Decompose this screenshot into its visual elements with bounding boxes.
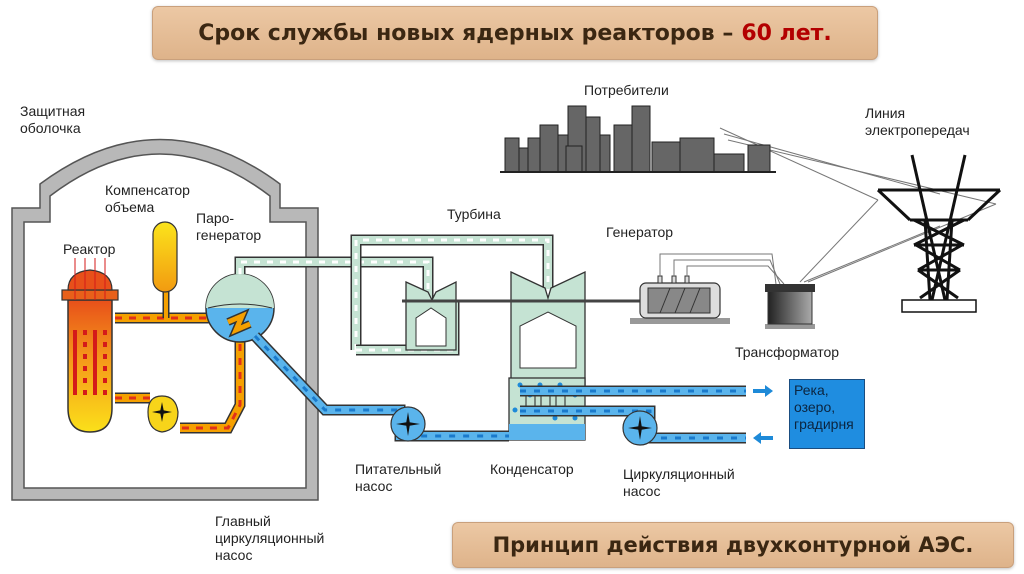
steam-generator — [205, 273, 275, 343]
transmission-wires — [719, 127, 997, 283]
pressurizer — [152, 221, 178, 293]
caption-banner: Принцип действия двухконтурной АЭС. — [452, 522, 1014, 568]
water-source-box: Река,озеро,градирня — [789, 379, 865, 449]
label-consumers: Потребители — [584, 82, 669, 98]
power-tower — [876, 154, 1002, 313]
caption-text: Принцип действия двухконтурной АЭС. — [492, 533, 974, 557]
label-generator: Генератор — [606, 224, 674, 240]
label-condenser: Конденсатор — [490, 461, 574, 477]
label-reactor: Реактор — [63, 241, 116, 257]
outflow-arrow-icon — [753, 385, 773, 397]
feed-pump — [390, 406, 426, 442]
label-turbine: Турбина — [447, 206, 501, 222]
label-transformer: Трансформатор — [735, 344, 840, 360]
label-steam-generator: Паро-генератор — [196, 210, 262, 243]
turbine-hp — [405, 280, 457, 351]
reactor-vessel — [61, 258, 119, 433]
circulation-pump — [622, 410, 658, 446]
inflow-arrow-icon — [753, 432, 773, 444]
title-accent: 60 лет. — [741, 20, 832, 46]
title-banner: Срок службы новых ядерных реакторов – 60… — [152, 6, 878, 60]
city-skyline — [500, 105, 776, 173]
generator — [630, 253, 785, 324]
cooling-water-lines — [251, 332, 746, 444]
title-text: Срок службы новых ядерных реакторов – — [198, 20, 734, 46]
main-circulation-pump — [147, 395, 179, 433]
transformer — [765, 284, 815, 329]
